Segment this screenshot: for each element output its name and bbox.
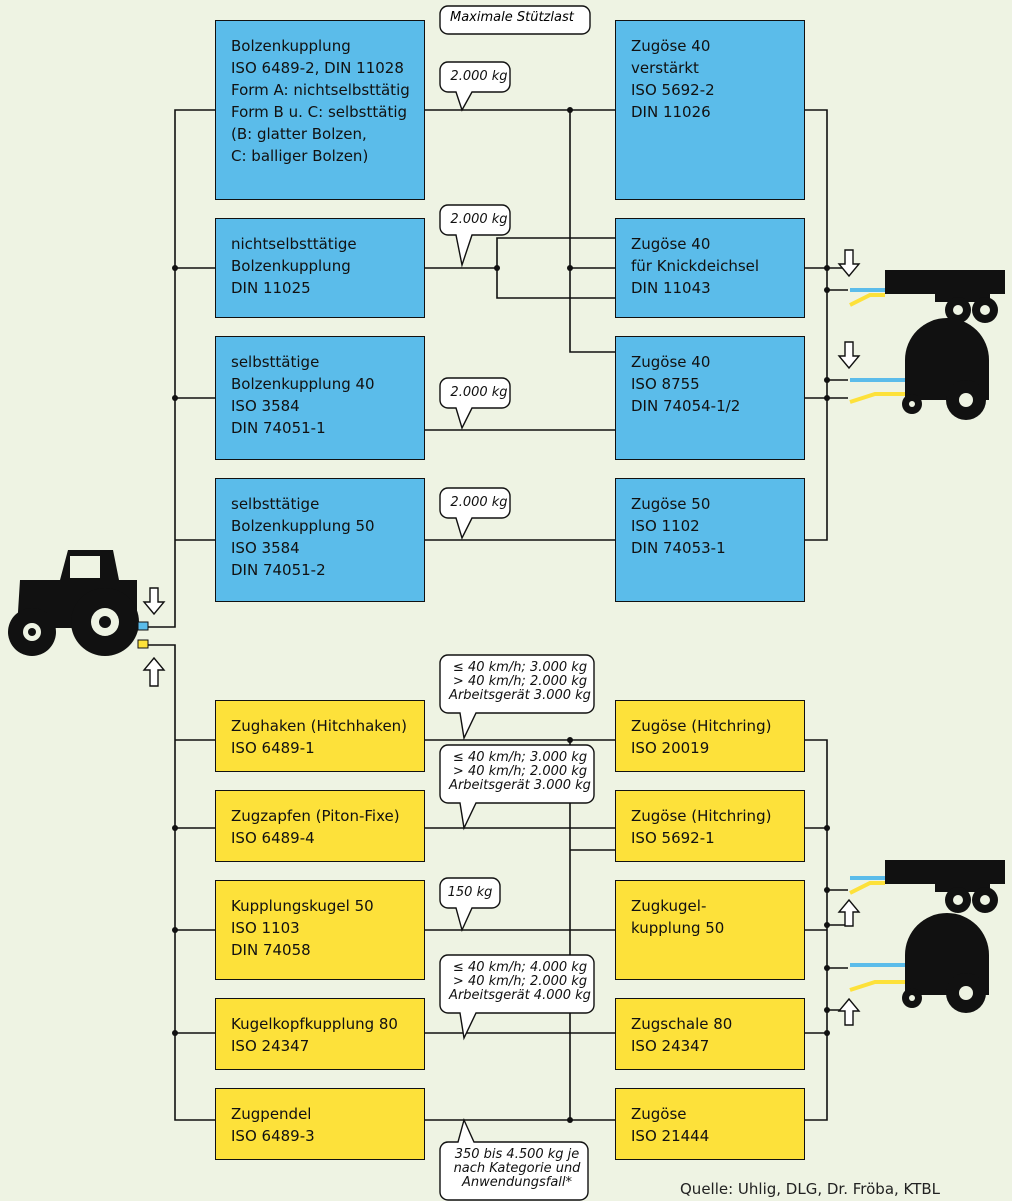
load-bubble-4 bbox=[439, 487, 511, 540]
max-load-header-bubble bbox=[439, 5, 591, 35]
load-label: 150 kg bbox=[447, 885, 493, 900]
arrow-down-icon bbox=[142, 587, 166, 616]
load-bubble-5 bbox=[439, 654, 595, 741]
eye-box-yellow-3: Zugkugel-kupplung 50 bbox=[615, 880, 805, 980]
load-label: 2.000 kg bbox=[450, 69, 508, 84]
load-label: 2.000 kg bbox=[450, 212, 508, 227]
load-bubble-7 bbox=[439, 877, 501, 933]
coupling-box-yellow-1: Zughaken (Hitchhaken)ISO 6489-1 bbox=[215, 700, 425, 772]
load-bubble-2 bbox=[439, 204, 511, 268]
tractor-icon bbox=[8, 550, 149, 656]
load-bubble-3 bbox=[439, 377, 511, 430]
load-label: 2.000 kg bbox=[450, 495, 508, 510]
arrow-up-icon bbox=[837, 898, 861, 927]
eye-box-yellow-1: Zugöse (Hitchring)ISO 20019 bbox=[615, 700, 805, 772]
trailer-icon bbox=[849, 270, 1005, 323]
load-bubble-1 bbox=[439, 61, 511, 112]
source-note: Quelle: Uhlig, DLG, Dr. Fröba, KTBL bbox=[680, 1180, 941, 1198]
arrow-up-icon bbox=[837, 997, 861, 1026]
max-load-header: Maximale Stützlast bbox=[450, 10, 574, 25]
arrow-up-icon bbox=[142, 656, 166, 687]
load-bubble-8 bbox=[439, 954, 595, 1041]
load-bubble-6 bbox=[439, 744, 595, 831]
arrow-down-icon bbox=[837, 341, 861, 370]
trailer-icon bbox=[849, 860, 1005, 913]
eye-box-yellow-2: Zugöse (Hitchring)ISO 5692-1 bbox=[615, 790, 805, 862]
load-label: 2.000 kg bbox=[450, 385, 508, 400]
round-baler-icon bbox=[849, 913, 989, 1013]
load-bubble-9 bbox=[439, 1117, 589, 1201]
round-baler-icon bbox=[849, 318, 989, 420]
coupling-box-yellow-2: Zugzapfen (Piton-Fixe)ISO 6489-4 bbox=[215, 790, 425, 862]
arrow-down-icon bbox=[837, 249, 861, 278]
